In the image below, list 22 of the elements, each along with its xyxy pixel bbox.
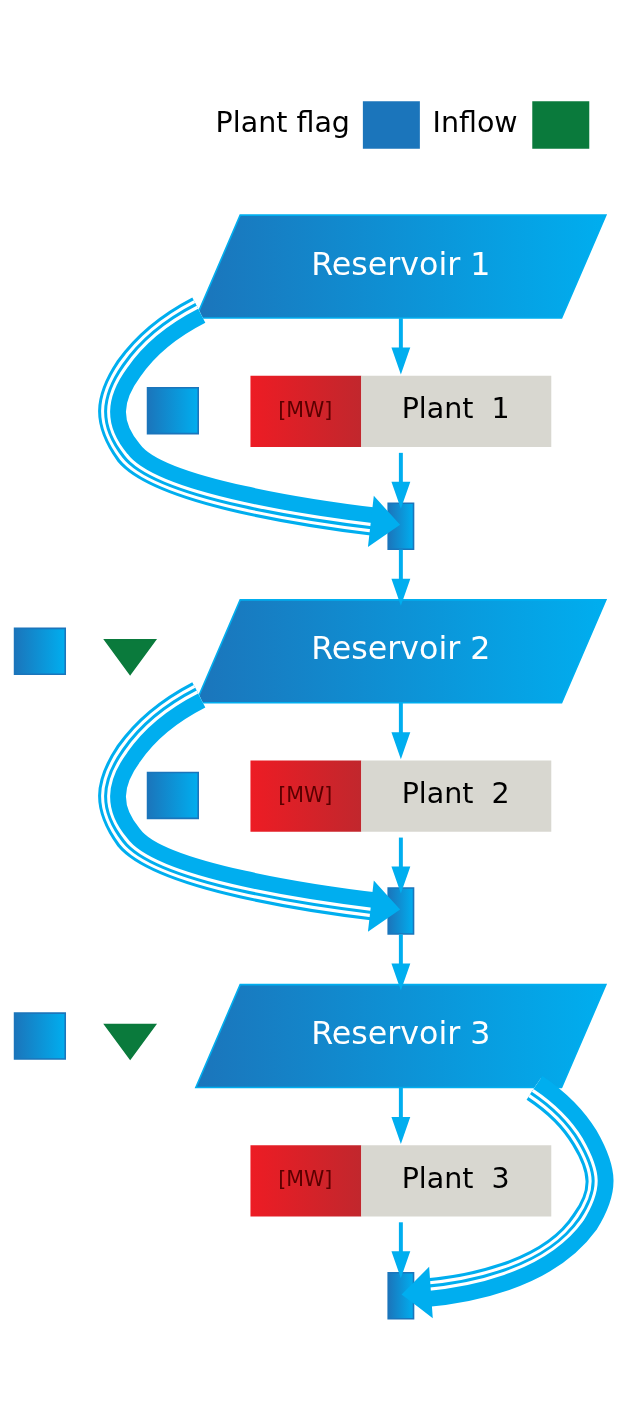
- arrow: [391, 1221, 411, 1278]
- legend-label: Plant flag: [215, 105, 350, 139]
- node-box: [146, 771, 199, 819]
- node-box: [13, 627, 66, 675]
- arrow: [391, 837, 411, 893]
- node-triangle: [103, 638, 158, 676]
- arrow: [401, 1075, 614, 1318]
- arrow: [391, 933, 411, 991]
- arrow: [391, 317, 411, 374]
- node-bar: [387, 886, 415, 935]
- arrow: [391, 1087, 411, 1144]
- arrow: [391, 452, 411, 509]
- arrow: [98, 296, 401, 547]
- arrow: [391, 702, 411, 759]
- legend-label: Inflow: [432, 105, 518, 139]
- node-bar: [387, 1271, 415, 1319]
- node-bar: [387, 502, 415, 550]
- node-triangle: [103, 1023, 158, 1060]
- node-box: [13, 1011, 66, 1060]
- arrow: [391, 549, 411, 606]
- arrow: [98, 681, 401, 932]
- node-box: [146, 386, 199, 434]
